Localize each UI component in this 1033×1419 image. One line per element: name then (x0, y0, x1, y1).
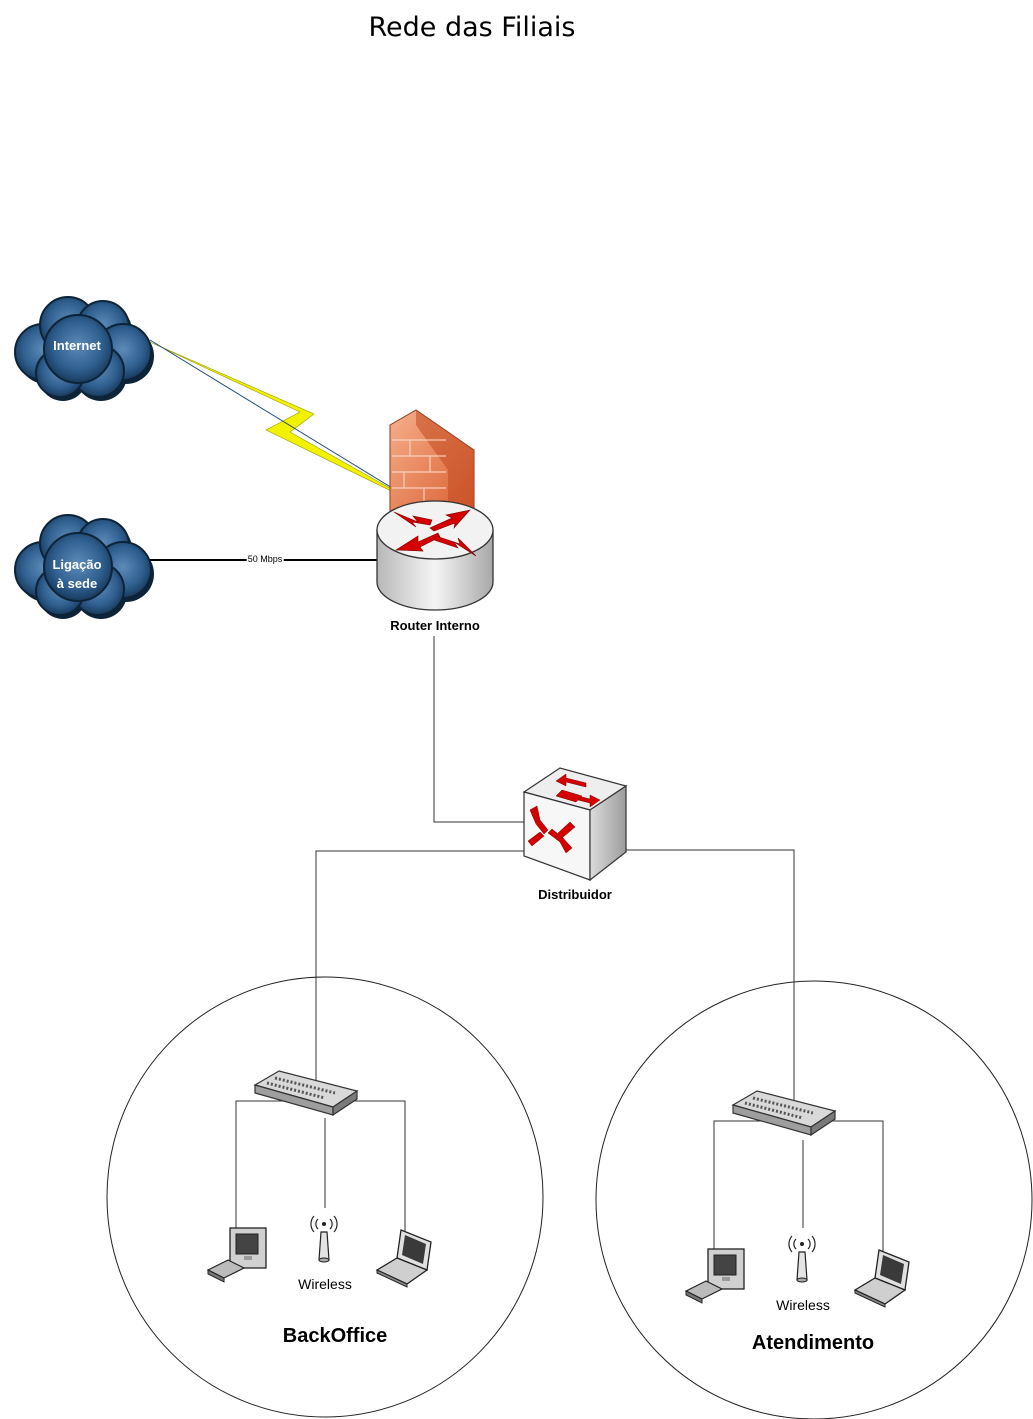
router-label: Router Interno (390, 618, 480, 633)
internet-label: Internet (53, 338, 101, 353)
backoffice-zone-label: BackOffice (282, 1325, 388, 1347)
atendimento-wireless-label: Wireless (776, 1297, 830, 1313)
link-backoffice-pc (235, 1100, 290, 1232)
link-router-distribuidor (433, 636, 525, 823)
backoffice-wireless-ap-icon (310, 1215, 338, 1263)
backoffice-laptop-icon (376, 1229, 432, 1288)
link-speed-label: 50 Mbps (246, 554, 284, 564)
atendimento-hub-icon (731, 1089, 837, 1137)
atendimento-laptop-icon (854, 1249, 910, 1308)
link-atendimento-laptop (818, 1120, 884, 1258)
zone-circle-atendimento (595, 980, 1033, 1419)
link-distribuidor-backoffice (315, 850, 527, 1080)
atendimento-pc-icon (685, 1248, 745, 1304)
zone-circle-backoffice (106, 976, 544, 1418)
backoffice-pc-icon (207, 1227, 267, 1283)
atendimento-zone-label: Atendimento (751, 1332, 875, 1354)
link-atendimento-pc (713, 1120, 770, 1252)
distribuidor-label: Distribuidor (538, 887, 612, 902)
diagram-title: Rede das Filiais (368, 12, 576, 43)
link-backoffice-laptop (340, 1100, 406, 1238)
link-distribuidor-atendimento (622, 849, 795, 1100)
backoffice-hub-icon (253, 1069, 359, 1117)
backoffice-wireless-label: Wireless (298, 1276, 352, 1292)
atendimento-wireless-ap-icon (788, 1235, 816, 1283)
link-internet-router (149, 339, 421, 506)
distribuidor-switch-icon (522, 767, 628, 882)
sede-label-line1: Ligação (52, 557, 102, 572)
router-icon (376, 500, 494, 611)
sede-label-line2: à sede (56, 576, 98, 591)
